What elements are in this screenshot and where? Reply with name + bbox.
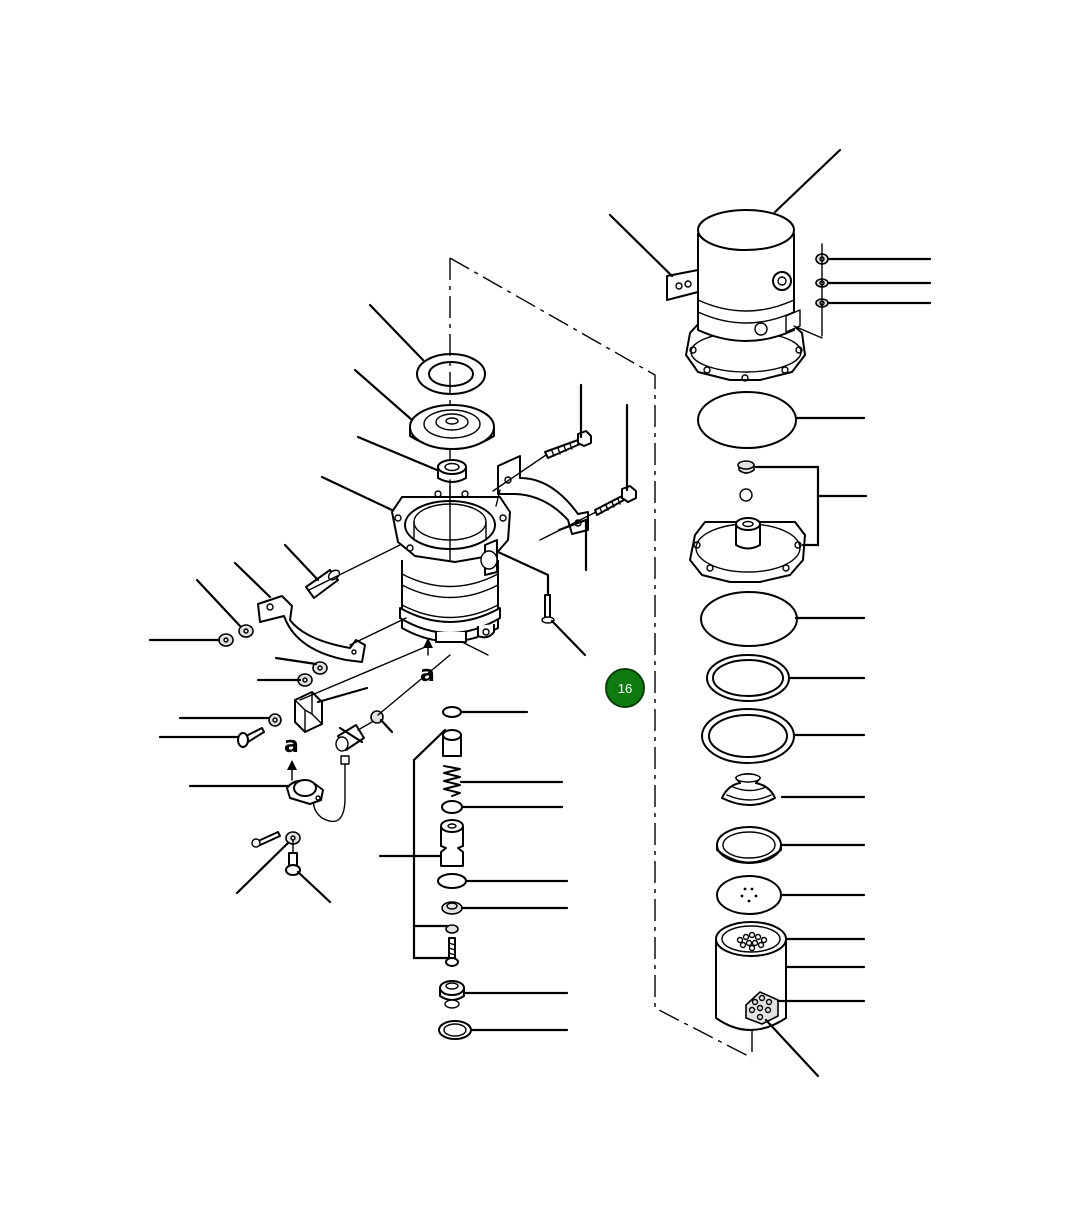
badge-circle	[605, 668, 645, 708]
sleeve-ring	[716, 826, 782, 864]
nut-left-2	[218, 633, 234, 647]
washer-top	[416, 353, 486, 395]
gasket-ring-1	[706, 654, 790, 702]
washer-small	[445, 924, 459, 934]
filter-side-mesh	[745, 991, 779, 1025]
valve-seat	[442, 729, 462, 757]
gasket-ring-2	[701, 708, 795, 764]
diaphragm-boot	[721, 773, 776, 806]
page-number-badge: 16	[605, 668, 645, 708]
reference-letter-a-lower: a	[284, 733, 299, 758]
phantom-boundary	[449, 257, 753, 1059]
leader-lines	[148, 148, 932, 1078]
o-ring-small-2	[441, 800, 463, 814]
cap-disk	[409, 404, 495, 450]
washer-left	[268, 713, 282, 727]
sensor-connector	[312, 710, 384, 823]
bolt-upper-2	[594, 485, 637, 516]
bolt-side	[541, 594, 555, 624]
plug-fitting	[439, 980, 465, 1009]
nut-left-3	[312, 661, 328, 675]
snap-ring	[438, 1020, 472, 1040]
spring	[443, 765, 461, 797]
filter-element	[715, 921, 787, 1031]
o-ring-large-1	[697, 391, 797, 449]
terminal-block	[294, 691, 323, 733]
valve-cover-plate	[689, 517, 806, 583]
group-bracket-left	[412, 728, 450, 960]
nut-castle	[441, 901, 463, 915]
clamp-bracket-left	[257, 595, 366, 663]
reference-arrow-a-lower: a	[284, 733, 299, 781]
screw-small	[445, 937, 459, 967]
o-ring-small-3	[437, 873, 467, 889]
o-ring-large-2	[700, 591, 798, 647]
motor-housing	[666, 209, 823, 382]
nut-stack-top-right	[815, 243, 829, 337]
pressure-switch	[286, 779, 324, 805]
cap-plugs	[737, 460, 755, 502]
valve-body	[440, 819, 464, 867]
badge-label: 16	[618, 681, 632, 696]
screw-left	[237, 727, 265, 748]
perforated-disk	[716, 875, 782, 915]
filter-top-perforations	[736, 931, 768, 952]
pump-body	[391, 479, 511, 643]
bolt-upper-1	[544, 430, 592, 459]
nut-left-1	[238, 624, 254, 638]
small-bolt-low	[251, 831, 281, 848]
o-ring-small-1	[442, 706, 462, 718]
screw-low	[285, 839, 301, 876]
bushing	[437, 459, 467, 483]
